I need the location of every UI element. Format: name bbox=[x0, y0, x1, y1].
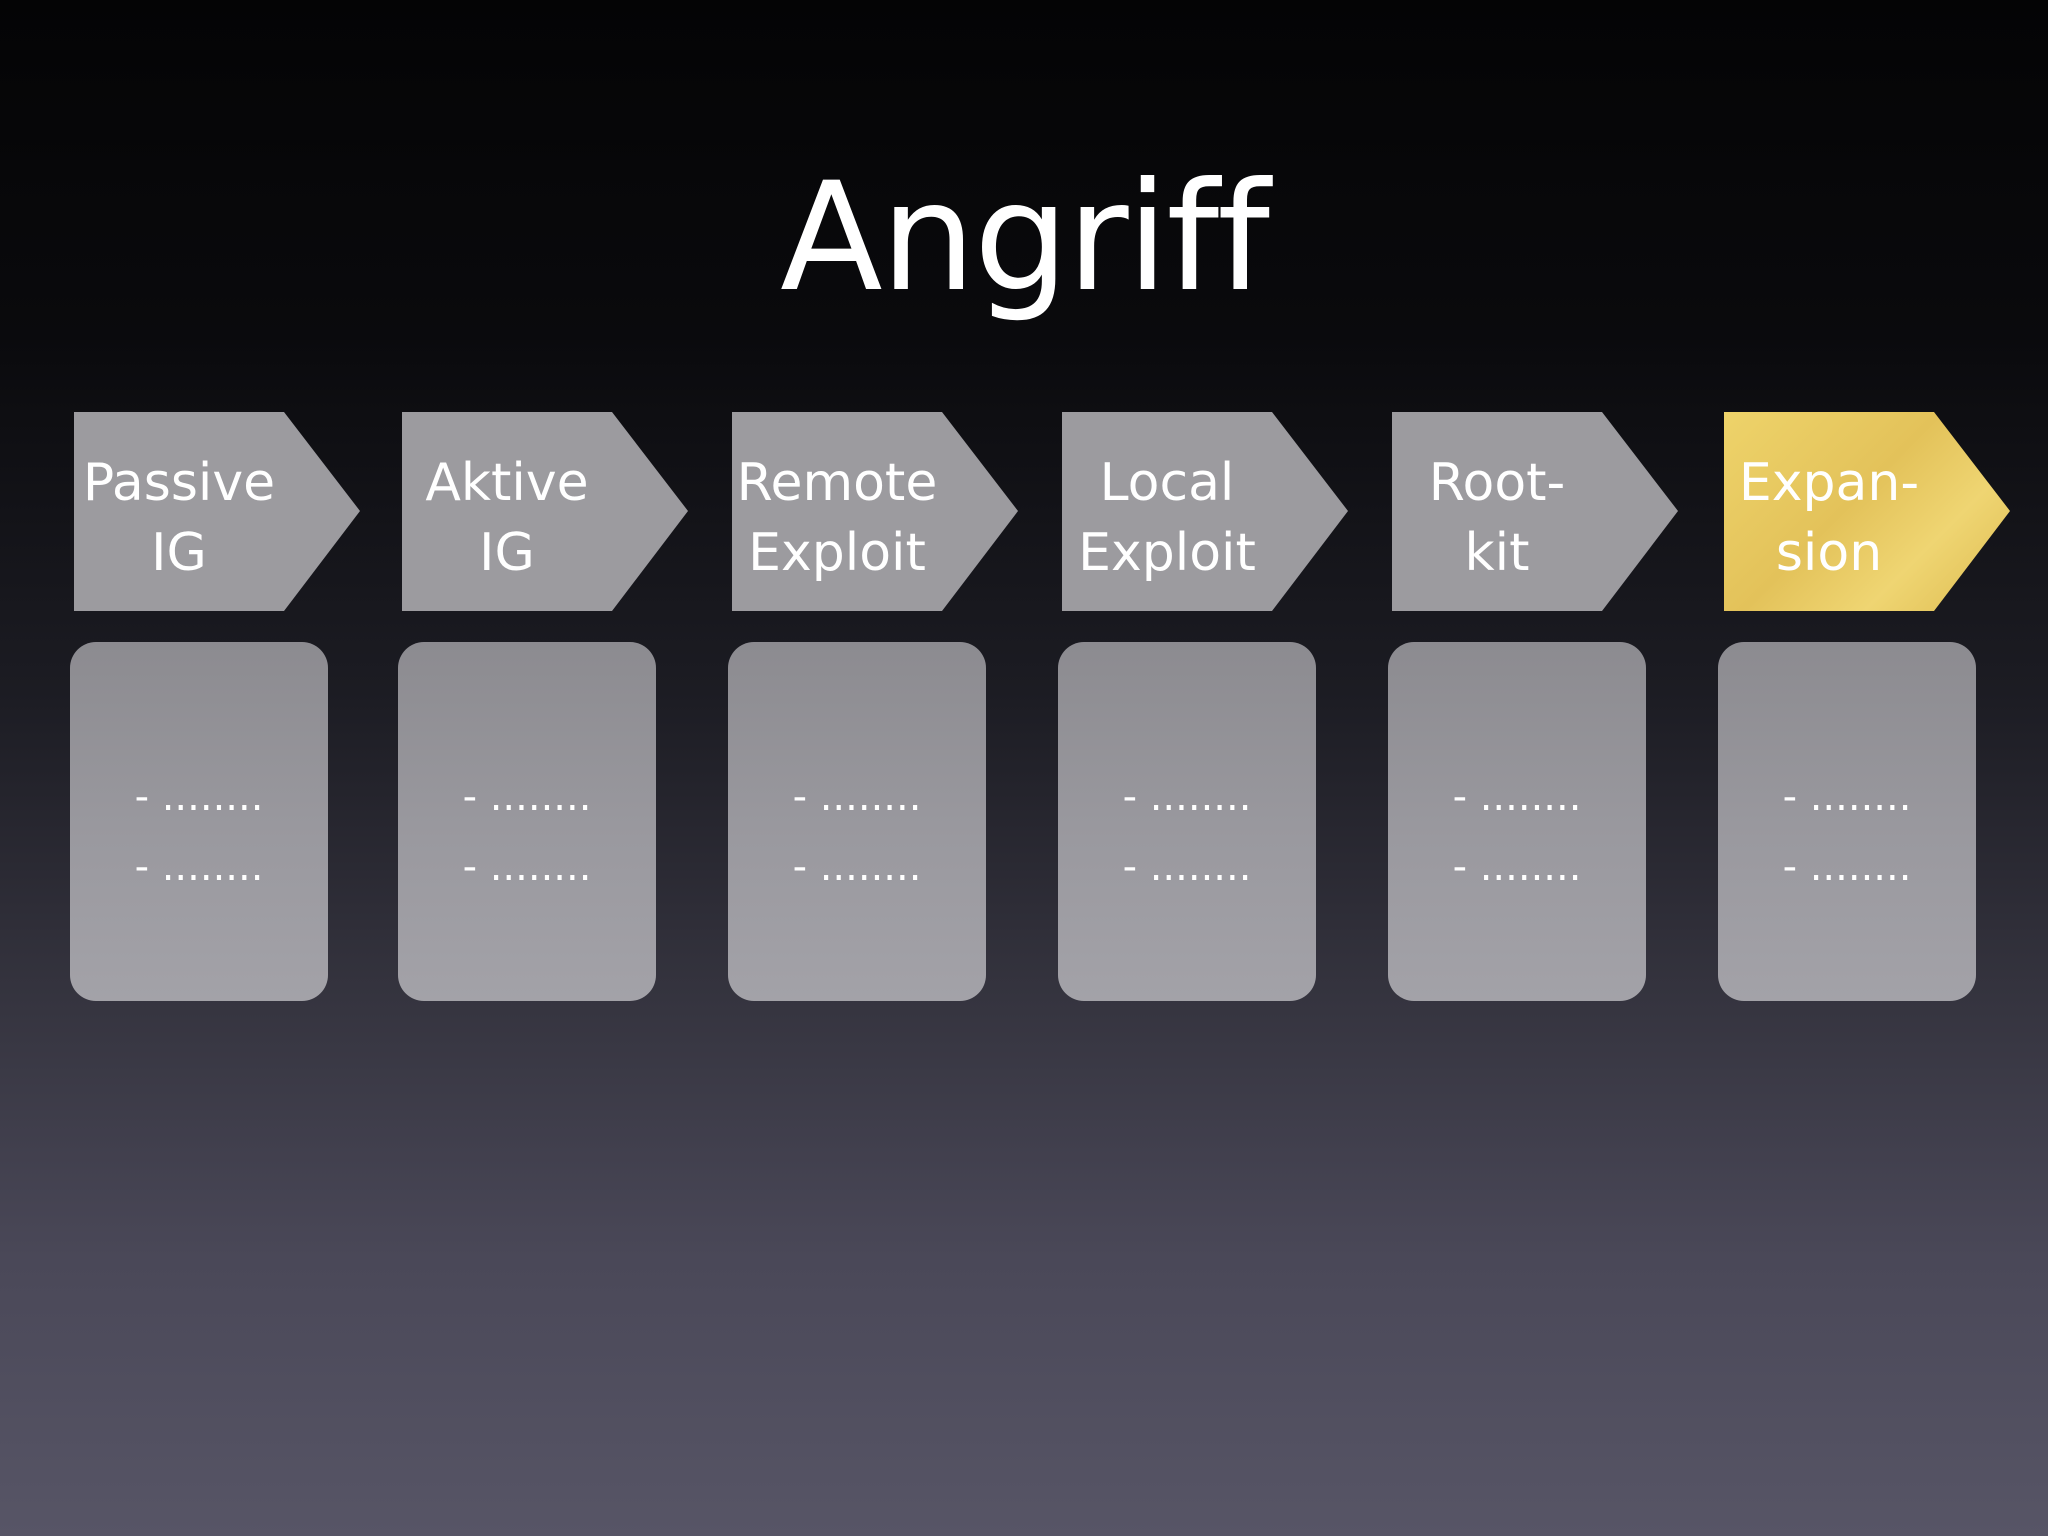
card-bullet: - ........ bbox=[792, 774, 922, 820]
card-bullet: - ........ bbox=[462, 774, 592, 820]
card-bullet: - ........ bbox=[1122, 844, 1252, 890]
stage-card-local-exploit: - ........ - ........ bbox=[1058, 642, 1316, 1001]
card-bullet: - ........ bbox=[792, 844, 922, 890]
card-bullet: - ........ bbox=[134, 844, 264, 890]
stage-aktive-ig: Aktive IG bbox=[402, 412, 688, 611]
stage-card-expansion: - ........ - ........ bbox=[1718, 642, 1976, 1001]
card-bullet: - ........ bbox=[1452, 844, 1582, 890]
card-bullet: - ........ bbox=[1782, 774, 1912, 820]
slide-title: Angriff bbox=[780, 151, 1270, 325]
stage-card-rootkit: - ........ - ........ bbox=[1388, 642, 1646, 1001]
card-bullet: - ........ bbox=[462, 844, 592, 890]
stage-rootkit: Root- kit bbox=[1392, 412, 1678, 611]
card-bullet: - ........ bbox=[134, 774, 264, 820]
stage-remote-exploit: Remote Exploit bbox=[732, 412, 1018, 611]
stage-local-exploit: Local Exploit bbox=[1062, 412, 1348, 611]
card-bullet: - ........ bbox=[1452, 774, 1582, 820]
stage-card-remote-exploit: - ........ - ........ bbox=[728, 642, 986, 1001]
card-bullet: - ........ bbox=[1122, 774, 1252, 820]
stage-label: Root- kit bbox=[1428, 453, 1566, 583]
stage-label: Local Exploit bbox=[1078, 453, 1256, 583]
stage-card-aktive-ig: - ........ - ........ bbox=[398, 642, 656, 1001]
stage-label: Passive IG bbox=[82, 453, 276, 583]
card-bullet: - ........ bbox=[1782, 844, 1912, 890]
stage-label: Remote Exploit bbox=[736, 453, 938, 583]
stage-label: Expan- sion bbox=[1738, 453, 1920, 583]
stage-card-passive-ig: - ........ - ........ bbox=[70, 642, 328, 1001]
stage-expansion: Expan- sion bbox=[1724, 412, 2010, 611]
stage-passive-ig: Passive IG bbox=[74, 412, 360, 611]
stage-label: Aktive IG bbox=[425, 453, 589, 583]
